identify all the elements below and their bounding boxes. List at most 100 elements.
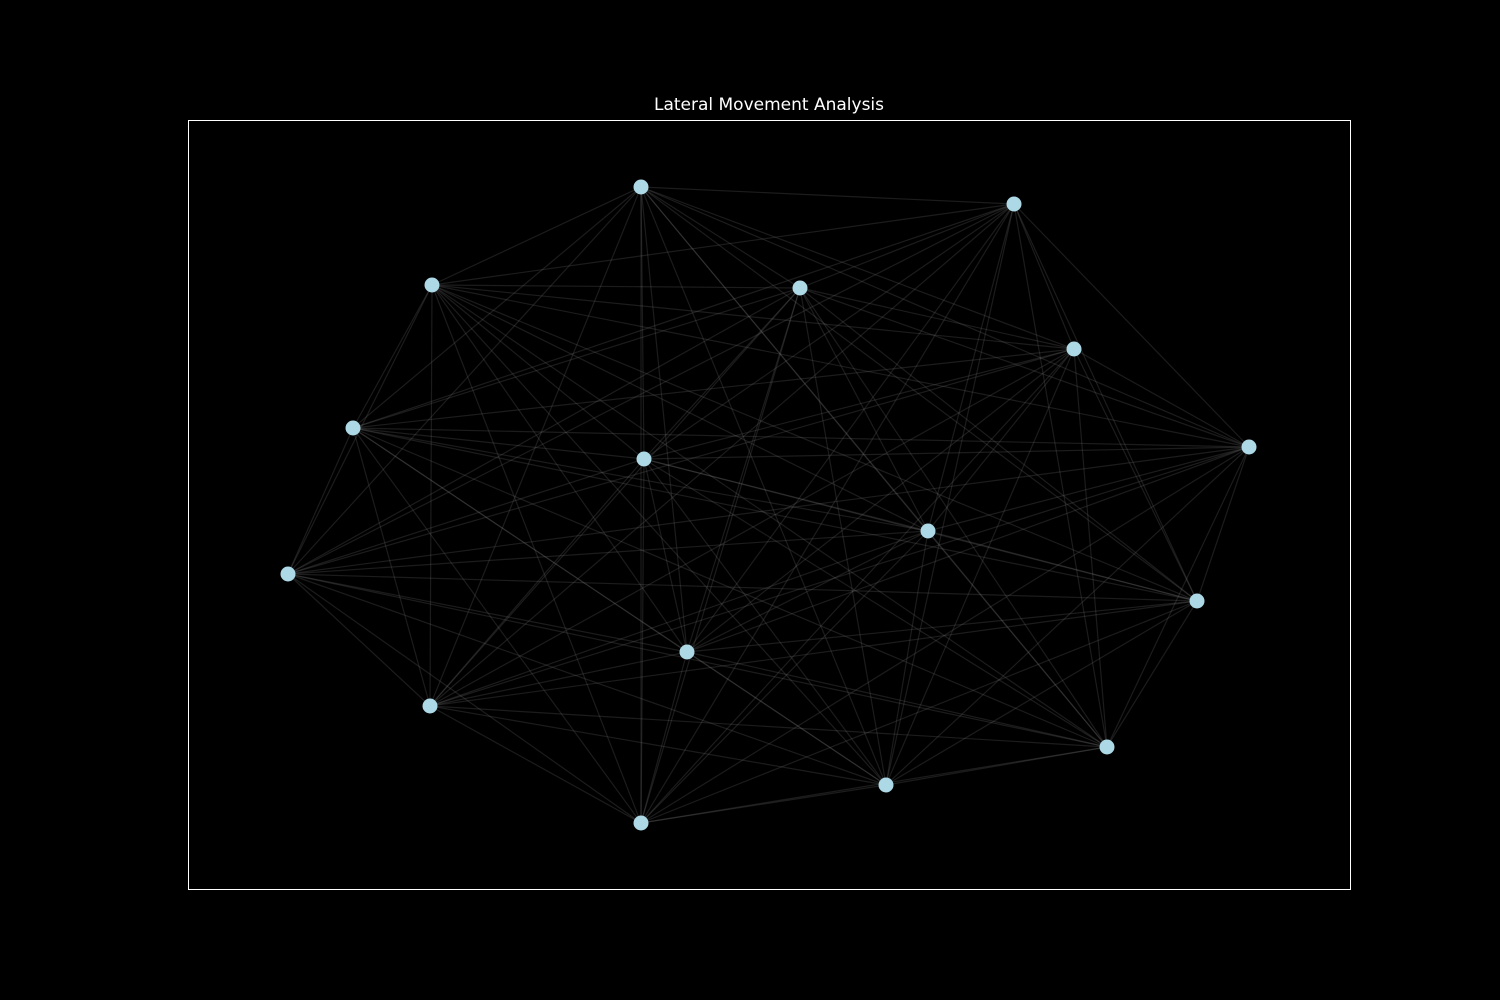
edge-n12-n13 [429,651,688,707]
edge-n6-n16 [352,427,642,824]
edge-n3-n13 [429,284,433,707]
edge-n10-n12 [287,573,688,653]
edge-n8-n14 [643,458,1108,748]
graph-node-n6 [345,420,361,436]
edge-n12-n16 [640,651,688,824]
edge-n4-n12 [686,287,801,653]
edge-n2-n14 [1013,203,1108,748]
graph-node-n4 [792,280,808,296]
edge-n4-n7 [799,287,1250,448]
edge-n4-n14 [799,287,1108,748]
graph-node-n5 [1066,341,1082,357]
edge-n5-n11 [1073,348,1198,602]
edge-n3-n14 [431,284,1108,748]
edge-n9-n15 [885,530,929,786]
edge-n1-n9 [640,186,929,532]
edge-n8-n16 [640,458,645,824]
edge-n3-n16 [431,284,642,824]
edge-n15-n16 [640,784,887,824]
edges-layer [287,186,1250,824]
edge-n9-n11 [927,530,1198,602]
edge-n1-n11 [640,186,1198,602]
edge-n2-n15 [885,203,1015,786]
edge-n5-n13 [429,348,1075,707]
graph-node-n9 [920,523,936,539]
edge-n7-n16 [640,446,1250,824]
edge-n1-n15 [640,186,887,786]
edge-n1-n12 [640,186,688,653]
edge-n4-n8 [643,287,801,460]
edge-n8-n12 [643,458,688,653]
edge-n1-n3 [431,186,642,286]
edge-n7-n15 [885,446,1250,786]
edge-n4-n5 [799,287,1075,350]
edge-n3-n8 [431,284,645,460]
edge-n13-n16 [429,705,642,824]
edge-n10-n15 [287,573,887,786]
edge-n9-n13 [429,530,929,707]
edge-n4-n13 [429,287,801,707]
graph-node-n15 [878,777,894,793]
edge-n6-n9 [352,427,929,532]
edge-n11-n14 [1106,600,1198,748]
edge-n9-n14 [927,530,1108,748]
edge-n11-n15 [885,600,1198,786]
edge-n1-n4 [640,186,801,289]
plot-frame [188,120,1351,890]
graph-node-n7 [1241,439,1257,455]
edge-n2-n6 [352,203,1015,429]
edge-n3-n11 [431,284,1198,602]
edge-n7-n13 [429,446,1250,707]
edge-n2-n10 [287,203,1015,575]
edge-n4-n9 [799,287,929,532]
edge-n3-n6 [352,284,433,429]
edge-n1-n10 [287,186,642,575]
edge-n9-n12 [686,530,929,653]
edge-n4-n10 [287,287,801,575]
edge-n7-n12 [686,446,1250,653]
edge-n7-n9 [927,446,1250,532]
diagram-title: Lateral Movement Analysis [653,95,885,115]
edge-n3-n12 [431,284,688,653]
graph-node-n11 [1189,593,1205,609]
edge-n5-n14 [1073,348,1108,748]
edge-n5-n9 [927,348,1075,532]
edge-n5-n8 [643,348,1075,460]
edge-n4-n11 [799,287,1198,602]
edge-n4-n6 [352,287,801,429]
edge-n5-n12 [686,348,1075,653]
edge-n5-n7 [1073,348,1250,448]
edge-n9-n10 [287,530,929,575]
edge-n10-n14 [287,573,1108,748]
edge-n3-n9 [431,284,929,532]
edge-n10-n13 [287,573,431,707]
graph-node-n13 [422,698,438,714]
edge-n11-n16 [640,600,1198,824]
graph-node-n12 [679,644,695,660]
edge-n12-n15 [686,651,887,786]
edge-n12-n14 [686,651,1108,748]
edge-n3-n4 [431,284,801,289]
edge-n6-n15 [352,427,887,786]
edge-n6-n14 [352,427,1108,748]
edge-n1-n5 [640,186,1075,350]
edge-n5-n15 [885,348,1075,786]
edge-n2-n12 [686,203,1015,653]
edge-n14-n16 [640,746,1108,824]
edge-n2-n3 [431,203,1015,286]
edge-n10-n11 [287,573,1198,602]
edge-n2-n4 [799,203,1015,289]
edge-n6-n11 [352,427,1198,602]
edge-n13-n15 [429,705,887,786]
nodes-layer [280,179,1257,831]
edge-n5-n16 [640,348,1075,824]
edge-n1-n13 [429,186,642,707]
edge-n1-n7 [640,186,1250,448]
edge-n5-n6 [352,348,1075,429]
edge-n2-n11 [1013,203,1198,602]
edge-n4-n16 [640,287,801,824]
edge-n2-n5 [1013,203,1075,350]
edge-n8-n10 [287,458,645,575]
edge-n8-n13 [429,458,645,707]
graph-node-n1 [633,179,649,195]
